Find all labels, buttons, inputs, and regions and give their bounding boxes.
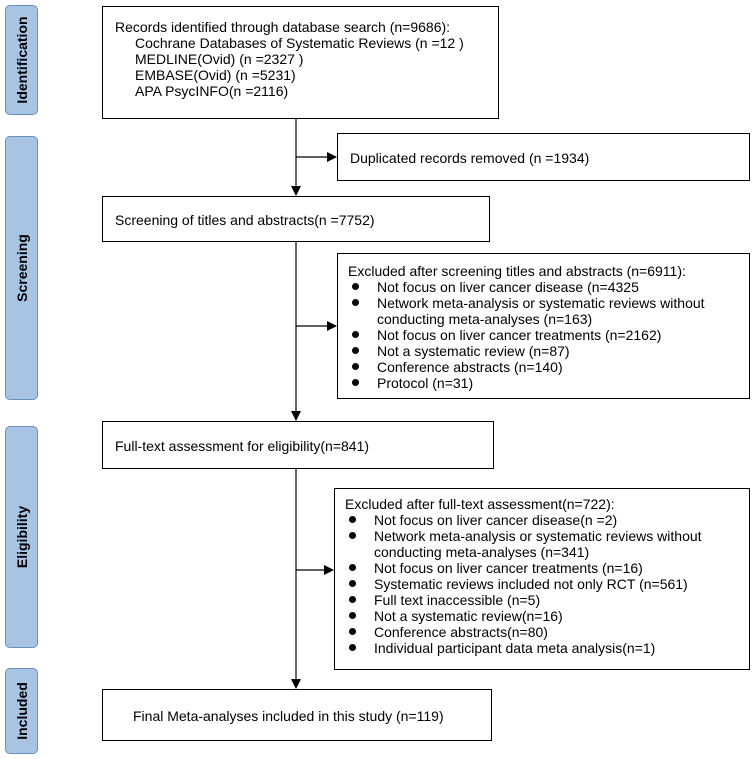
list-item: Full text inaccessible (n=5) — [345, 592, 749, 608]
identification-box: Records identified through database sear… — [102, 6, 499, 119]
duplicates-text: Duplicated records removed (n =1934) — [350, 150, 590, 166]
source-embase: EMBASE(Ovid) (n =5231) — [135, 67, 296, 83]
list-item: Systematic reviews included not only RCT… — [345, 576, 749, 592]
excluded-fulltext-header: Excluded after full-text assessment(n=72… — [345, 496, 615, 512]
phase-eligibility: Eligibility — [5, 426, 38, 648]
source-cochrane: Cochrane Databases of Systematic Reviews… — [135, 35, 464, 51]
list-item: Network meta-analysis or systematic revi… — [348, 295, 749, 327]
phase-included: Included — [5, 668, 38, 754]
excluded-screening-box: Excluded after screening titles and abst… — [337, 253, 750, 399]
phase-identification: Identification — [5, 5, 38, 115]
list-item: Individual participant data meta analysi… — [345, 640, 749, 656]
included-box: Final Meta-analyses included in this stu… — [102, 689, 492, 741]
included-text: Final Meta-analyses included in this stu… — [133, 708, 444, 724]
excluded-screening-list: Not focus on liver cancer disease (n=432… — [348, 279, 749, 391]
list-item: Not a systematic review(n=16) — [345, 608, 749, 624]
screening-text: Screening of titles and abstracts(n =775… — [115, 212, 375, 228]
list-item: Conference abstracts (n=140) — [348, 359, 749, 375]
source-medline: MEDLINE(Ovid) (n =2327 ) — [135, 51, 304, 67]
phase-screening: Screening — [5, 136, 38, 400]
eligibility-text: Full-text assessment for eligibility(n=8… — [115, 438, 370, 454]
duplicates-box: Duplicated records removed (n =1934) — [337, 133, 750, 181]
source-psycinfo: APA PsycINFO(n =2116) — [135, 83, 289, 99]
list-item: Not a systematic review (n=87) — [348, 343, 749, 359]
eligibility-box: Full-text assessment for eligibility(n=8… — [102, 421, 494, 469]
list-item: Not focus on liver cancer treatments (n=… — [348, 327, 749, 343]
excluded-screening-header: Excluded after screening titles and abst… — [348, 263, 686, 279]
list-item: Not focus on liver cancer treatments (n=… — [345, 560, 749, 576]
list-item: Not focus on liver cancer disease (n=432… — [348, 279, 749, 295]
screening-box: Screening of titles and abstracts(n =775… — [102, 196, 490, 242]
list-item: Protocol (n=31) — [348, 375, 749, 391]
identification-header: Records identified through database sear… — [115, 19, 451, 35]
list-item: Conference abstracts(n=80) — [345, 624, 749, 640]
excluded-fulltext-list: Not focus on liver cancer disease(n =2) … — [345, 512, 749, 656]
list-item: Not focus on liver cancer disease(n =2) — [345, 512, 749, 528]
list-item: Network meta-analysis or systematic revi… — [345, 528, 749, 560]
excluded-fulltext-box: Excluded after full-text assessment(n=72… — [334, 488, 750, 670]
